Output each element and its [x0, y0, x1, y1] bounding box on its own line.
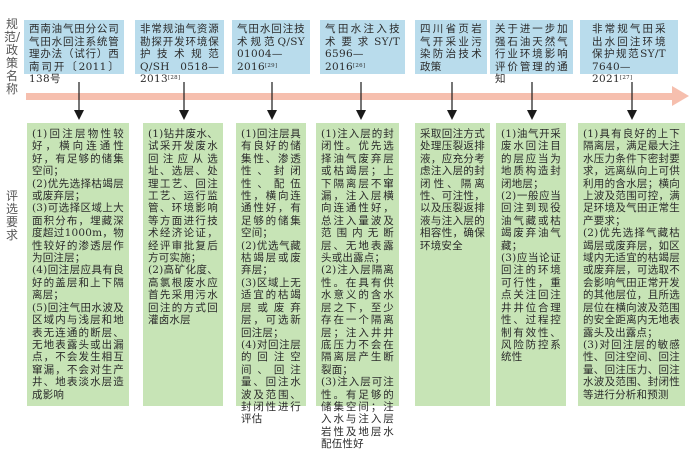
policy-name-box: 非常规气田采出水回注环境保护规范SY/T 7640—2021[27]: [580, 20, 678, 85]
requirement-item: (3)应当论证回注的环境可行性，重点关注回注井井位合理性、过程控制有效性、风险防…: [501, 252, 561, 364]
requirement-item: (4)对回注层的回注空间、回注量、回注水波及范围、封闭性进行评估: [241, 338, 301, 426]
requirements-box: (1)钻井废水、试采开发废水回注应从选址、选层、处理工艺、回注工艺、运行监管、环…: [143, 123, 223, 406]
policy-name-box: 气田水注入技术要求SY/T 6596—2016[26]: [320, 20, 405, 74]
requirement-item: (3)注入层可注性。有足够的储集空间；注入水与注入层岩性及地层水配伍性好: [321, 376, 394, 451]
down-arrow-icon: [179, 82, 189, 120]
requirement-item: (1)回注层具有良好的储集性、渗透性、封闭性、配伍性，横向连通性好，有足够的储集…: [241, 128, 301, 240]
timeline-bar: [26, 93, 674, 100]
reference-mark: [26]: [352, 62, 366, 69]
requirement-item: (4)回注层应具有良好的盖层和上下隔离层；: [32, 264, 124, 302]
policy-name: 关于进一步加强石油天然气行业环境影响评价管理的通知: [495, 23, 568, 85]
requirements-box: (1)油气开采废水回注目的层应当为地质构造封闭地层； (2)一般应当回注到现役油…: [496, 123, 566, 406]
policy-name: 西南油气田分公司气田水回注系统管理办法（试行）西南司开〔2011〕138号: [29, 23, 119, 85]
policy-name: 气田水回注技术规范Q/SY 01004—2016: [237, 23, 305, 73]
requirement-item: (1)钻井废水、试采开发废水回注应从选址、选层、处理工艺、回注工艺、运行监管、环…: [148, 128, 218, 265]
requirements-box: (1)具有良好的上下隔离层，满足最大注水压力条件下密封要求，远离纵向上可供利用的…: [578, 123, 685, 406]
requirement-item: (5)回注气田水波及区域内与浅层和地表无连通的断层、无地表露头或出漏点，不会发生…: [32, 301, 124, 401]
policy-name: 非常规油气资源勘探开发环境保护技术规范Q/SH 0518—2013: [140, 23, 219, 85]
down-arrow-icon: [627, 82, 637, 120]
requirements-box: 采取回注方式处理压裂返排液，应充分考虑注入层的封闭性、隔离性、可注性，以及压裂返…: [415, 123, 490, 406]
requirement-item: (2)高矿化度、高氯根废水应首先采用污水回注的方式回灌卤水层: [148, 264, 218, 327]
requirement-item: (1)注入层的封闭性。优先选择油气废弃层或枯竭层；上下隔离层不窜漏，注入层横向连…: [321, 128, 394, 265]
policy-name: 气田水注入技术要求SY/T 6596—2016: [325, 23, 400, 73]
reference-mark: [27]: [619, 75, 633, 81]
row-label-policy-names: 规范/政策名称: [4, 17, 21, 96]
down-arrow-icon: [447, 82, 457, 120]
requirement-item: (2)优先选择枯竭层或废弃层；: [32, 177, 124, 203]
down-arrow-icon: [527, 82, 537, 120]
requirement-item: (2)一般应当回注到现役油气藏或枯竭废弃油气藏；: [501, 190, 561, 252]
requirement-item: (2)优选气藏枯竭层或废弃层；: [241, 239, 301, 277]
row-label-requirements: 评选要求: [5, 189, 18, 242]
requirements-box: (1)回注层物性较好，横向连通性好，有足够的储集空间； (2)优先选择枯竭层或废…: [27, 123, 129, 406]
requirement-item: (1)具有良好的上下隔离层，满足最大注水压力条件下密封要求，远离纵向上可供利用的…: [583, 128, 680, 227]
policy-name-box: 关于进一步加强石油天然气行业环境影响评价管理的通知: [490, 20, 573, 85]
policy-name-box: 四川省页岩气开采业污染防治技术政策: [415, 20, 487, 74]
requirement-item: 采取回注方式处理压裂返排液，应充分考虑注入层的封闭性、隔离性、可注性，以及压裂返…: [420, 128, 485, 252]
requirement-item: (3)对回注层的敏感性、回注空间、回注量、回注压力、回注水波及范围、封闭性等进行…: [583, 338, 680, 401]
policy-name: 非常规气田采出水回注环境保护规范SY/T 7640—2021: [592, 23, 666, 85]
reference-mark: [29]: [264, 62, 278, 69]
policy-name-box: 西南油气田分公司气田水回注系统管理办法（试行）西南司开〔2011〕138号: [24, 20, 124, 85]
requirement-item: (3)可选择区域上大面积分布，埋藏深度超过1000m，物性较好的渗透层作为回注层…: [32, 202, 124, 265]
policy-name-box: 非常规油气资源勘探开发环境保护技术规范Q/SH 0518—2013[28]: [135, 20, 224, 85]
down-arrow-icon: [267, 82, 277, 120]
requirement-item: (1)油气开采废水回注目的层应当为地质构造封闭地层；: [501, 128, 561, 190]
down-arrow-icon: [74, 82, 84, 120]
down-arrow-icon: [356, 82, 366, 120]
requirements-box: (1)注入层的封闭性。优先选择油气废弃层或枯竭层；上下隔离层不窜漏，注入层横向连…: [316, 123, 399, 450]
requirement-item: (1)回注层物性较好，横向连通性好，有足够的储集空间；: [32, 128, 124, 178]
requirement-item: (3)区域上无适宜的枯竭层或废弃层，可选新回注层；: [241, 276, 301, 339]
timeline-arrowhead-icon: [672, 86, 689, 106]
requirement-item: (2)优先选择气藏枯竭层或废弃层，如区域内无适宜的枯竭层或废弃层，可选取不会影响…: [583, 227, 680, 339]
requirement-item: (2)注入层隔离性。在具有供水意义的含水层之下，至少存在一个隔离层；注入井井底压…: [321, 264, 394, 376]
requirements-box: (1)回注层具有良好的储集性、渗透性、封闭性、配伍性，横向连通性好，有足够的储集…: [236, 123, 306, 425]
policy-name: 四川省页岩气开采业污染防治技术政策: [420, 23, 482, 73]
policy-name-box: 气田水回注技术规范Q/SY 01004—2016[29]: [232, 20, 310, 74]
reference-mark: [28]: [167, 75, 181, 81]
